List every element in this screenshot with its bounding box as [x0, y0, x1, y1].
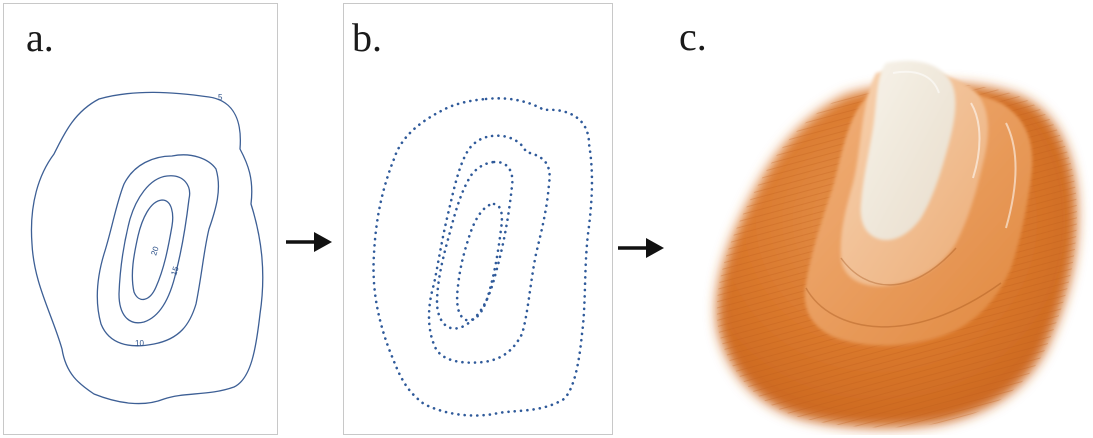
contour-line-15: [118, 175, 191, 324]
panel-label-b: b.: [352, 15, 382, 60]
terrain-highlights: [892, 70, 1017, 229]
panel-b-point-samples: b.: [343, 3, 613, 435]
panel-c-terrain-render: c.: [671, 3, 1091, 435]
contour-label-20: 20: [149, 245, 160, 257]
contour-line-5: [30, 91, 264, 405]
dotted-contour-third: [435, 160, 514, 330]
dotted-contour-outer: [372, 97, 594, 417]
terrain-summit-20: [860, 60, 956, 241]
dotted-contour-inner: [455, 202, 504, 322]
contour-map: 5 10 15 20: [30, 91, 264, 405]
contour-line-10: [96, 154, 220, 347]
contour-label-15: 15: [169, 265, 180, 277]
contour-line-20: [131, 199, 174, 301]
panel-a-contour-map: a. 5 10 15 20: [3, 3, 278, 435]
contour-label-5: 5: [218, 93, 223, 102]
dotted-contour-second: [427, 134, 551, 364]
panel-label-c: c.: [679, 14, 707, 59]
terrain-shadows: [805, 247, 1002, 328]
right-arrow-icon: [286, 232, 332, 252]
point-samples: [372, 97, 594, 417]
terrain-render: [716, 60, 1077, 428]
contour-label-10: 10: [135, 339, 144, 348]
right-arrow-icon: [618, 238, 664, 258]
panel-label-a: a.: [26, 15, 54, 60]
